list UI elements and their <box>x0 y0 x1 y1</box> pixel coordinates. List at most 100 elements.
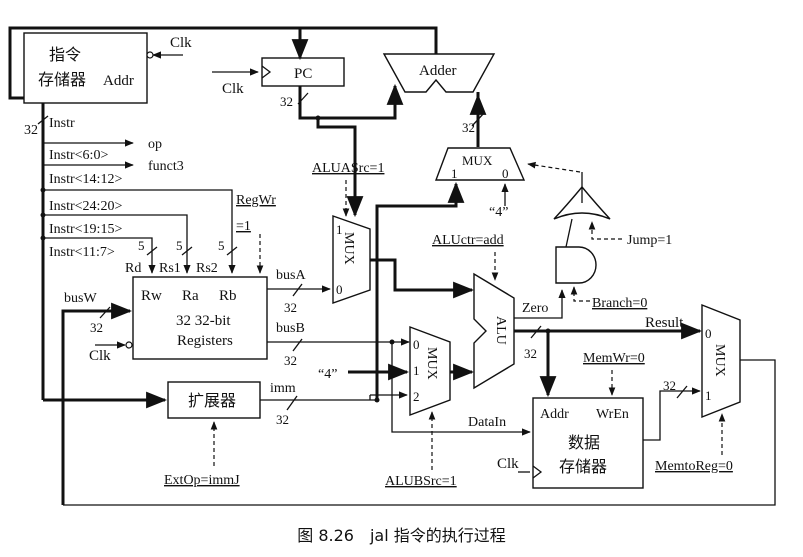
mux-b-const: “4” <box>318 367 337 382</box>
aluasrc-label: ALUASrc=1 <box>312 161 384 176</box>
rs1-width: 5 <box>176 238 183 253</box>
rs1-field-label: Instr<19:15> <box>49 222 122 237</box>
mux-a-label: MUX <box>341 232 356 265</box>
busa-width: 32 <box>284 300 297 315</box>
rs2-field-label: Instr<24:20> <box>49 199 122 214</box>
alubsrc-label: ALUBSrc=1 <box>385 474 457 489</box>
imm-width-slash <box>286 395 298 411</box>
dmem-clk-label: Clk <box>497 456 519 472</box>
dmem-width: 32 <box>663 378 676 393</box>
instr-mem-label-2: 存储器 <box>38 70 86 89</box>
dmem-addr-label: Addr <box>540 407 569 422</box>
alu-width-slash <box>530 325 542 339</box>
busb-label: busB <box>276 321 305 336</box>
busb-width-slash <box>292 338 303 352</box>
zero-to-and <box>514 289 566 319</box>
extop-label: ExtOp=immJ <box>164 473 240 488</box>
branch-signal <box>570 286 590 302</box>
pc-width-slash <box>297 92 309 105</box>
register-file <box>132 276 268 360</box>
rd-tap <box>43 237 156 274</box>
rs1-label: Rs1 <box>159 261 181 276</box>
dmem-wren-label: WrEn <box>596 407 629 422</box>
funct3-label: funct3 <box>148 159 184 174</box>
junction-dot <box>315 115 321 121</box>
branch-label: Branch=0 <box>592 296 647 311</box>
rs2-tap <box>43 189 236 274</box>
pc-to-imem-path <box>8 26 300 100</box>
zero-label: Zero <box>522 301 548 316</box>
instr-label: Instr <box>49 116 75 131</box>
program-counter <box>261 57 345 87</box>
extender-label: 扩展器 <box>188 391 236 410</box>
mux-top-in1: 1 <box>451 166 458 181</box>
busw-label: busW <box>64 291 97 306</box>
adder-width: 32 <box>462 120 475 135</box>
adder-out-to-pc <box>300 26 438 54</box>
result-label: Result <box>645 315 684 331</box>
mux-b-in1: 1 <box>413 363 420 378</box>
mux-out-label: MUX <box>712 344 727 377</box>
jump-signal <box>588 221 622 240</box>
dmem-width-slash <box>676 385 688 399</box>
op-field-label: Instr<6:0> <box>49 148 108 163</box>
and-to-or <box>565 218 573 248</box>
or-to-mux-top-select <box>527 161 581 173</box>
regfile-label-2: Registers <box>177 333 233 349</box>
regwr-value: =1 <box>236 219 251 234</box>
instr-mem-addr-label: Addr <box>103 73 134 89</box>
junction-dot <box>374 397 380 403</box>
pc-clk-label: Clk <box>222 81 244 97</box>
datain-label: DataIn <box>468 415 506 430</box>
instr-mem-label-1: 指令 <box>49 45 81 64</box>
mux-top-label: MUX <box>462 153 493 168</box>
regfile-clk-label: Clk <box>89 348 111 364</box>
mux-b-in0: 0 <box>413 337 420 352</box>
rd-field-label: Instr<11:7> <box>49 245 115 260</box>
mux-a <box>332 215 371 304</box>
imm-width: 32 <box>276 412 289 427</box>
mux-a-in0: 0 <box>336 282 343 297</box>
pc-to-adder <box>298 83 404 120</box>
alu-width: 32 <box>524 346 537 361</box>
jump-label: Jump=1 <box>627 233 672 248</box>
regwr-label: RegWr <box>236 193 276 208</box>
op-label: op <box>148 137 162 152</box>
instr-mem-clk-label: Clk <box>170 35 192 51</box>
mux-out <box>701 303 741 419</box>
rs1-tap <box>43 214 191 274</box>
regfile-label-1: 32 32-bit <box>176 313 231 329</box>
rb-label: Rb <box>219 288 237 304</box>
mux-out-in0: 0 <box>705 326 712 341</box>
memtoreg-label: MemtoReg=0 <box>655 459 733 474</box>
rw-label: Rw <box>141 288 162 304</box>
muxa-to-alu <box>370 258 475 299</box>
busw-path <box>61 302 133 505</box>
adder-label: Adder <box>419 63 457 79</box>
rs2-label: Rs2 <box>196 261 218 276</box>
memwr-label: MemWr=0 <box>583 351 645 366</box>
rs2-width: 5 <box>218 238 225 253</box>
writeback-path <box>63 359 776 506</box>
alu <box>473 272 515 390</box>
mux-b-in2: 2 <box>413 389 420 404</box>
alu-label: ALU <box>493 316 508 345</box>
mux-a-in1: 1 <box>336 222 343 237</box>
funct3-field-label: Instr<14:12> <box>49 172 122 187</box>
dmem-label-1: 数据 <box>568 433 600 452</box>
mux-out-in1: 1 <box>705 388 712 403</box>
pc-width: 32 <box>280 94 293 109</box>
imm-to-mux-top <box>375 181 465 400</box>
extender <box>167 381 261 419</box>
rd-width-slash <box>146 246 158 256</box>
rd-label: Rd <box>125 261 141 276</box>
regfile-clk-bubble <box>125 341 133 349</box>
rs1-width-slash <box>181 246 193 256</box>
busw-width-slash <box>99 306 111 319</box>
figure-caption: 图 8.26 jal 指令的执行过程 <box>297 526 506 545</box>
instr-mem-clk-bubble <box>146 51 154 59</box>
rs2-width-slash <box>226 246 238 256</box>
adder-width-slash <box>471 112 485 127</box>
pc-clk-edge <box>261 65 272 79</box>
